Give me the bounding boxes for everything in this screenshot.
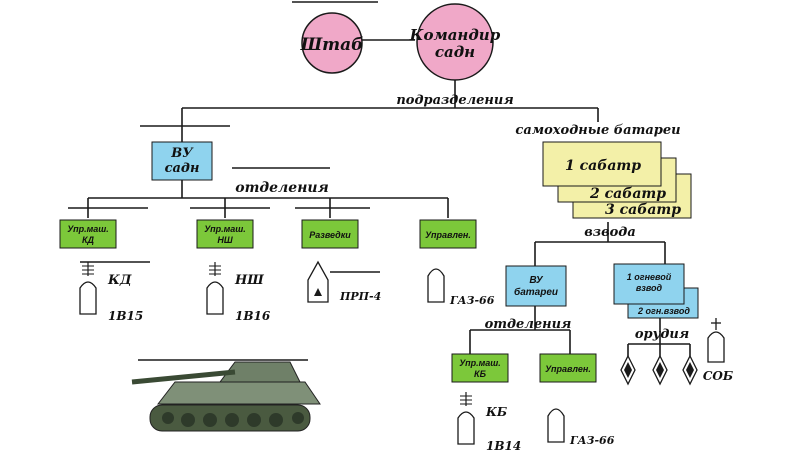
guns-label: орудия (635, 327, 689, 342)
gun-icon (682, 354, 698, 386)
left-department-label: Управлен. (425, 230, 471, 240)
left-vehicle: КД 1В15 (79, 262, 143, 323)
command-vehicle-icon (79, 281, 97, 315)
platoons-label: взвода (584, 225, 636, 240)
hq-label: Штаб (300, 35, 364, 55)
vehicle-name: ГАЗ-66 (449, 294, 495, 307)
right-vehicle: КБ 1В14 (457, 392, 521, 453)
left-department-box: Упр.маш.НШ (196, 219, 254, 249)
left-department-box: Разведки (301, 219, 359, 249)
battery-card: 1 сабатр (542, 141, 662, 187)
subdivisions-label: подразделения (396, 93, 513, 108)
vehicle-name: НШ (234, 273, 264, 288)
left-vehicle: ПРП-4 (307, 260, 381, 303)
vehicle-name: КД (107, 273, 132, 288)
vehicle-code: 1В16 (235, 309, 271, 323)
battery-label: 3 сабатр (605, 202, 681, 218)
vehicle-name: ГАЗ-66 (569, 434, 615, 447)
truck-icon (427, 268, 445, 303)
left-department-label: Упр.маш.НШ (204, 224, 246, 245)
truck-icon (547, 408, 565, 443)
right-department-box: Управлен. (539, 353, 597, 383)
left-department-label: Разведки (309, 230, 351, 240)
recon-vehicle-icon (307, 260, 329, 303)
connectors (68, 1, 691, 361)
left-vehicle: ГАЗ-66 (427, 268, 495, 307)
batteries-label: самоходные батареи (515, 123, 680, 138)
sob-icon (707, 331, 725, 363)
sob-vehicle: СОБ (703, 318, 733, 383)
gun-icon (620, 354, 636, 386)
right-vehicles: КБ 1В14 ГАЗ-66 (457, 392, 615, 453)
fire-platoon-label: 2 огн.взвод (637, 306, 690, 316)
battery-label: 1 сабатр (565, 158, 641, 174)
left-department-box: Управлен. (419, 219, 477, 249)
left-vehicles: КД 1В15 НШ 1В16 ПРП-4 ГАЗ-66 (79, 260, 495, 323)
hq-node: Штаб (300, 12, 364, 74)
right-department-box: Упр.маш.КБ (451, 353, 509, 383)
left-department-label: Упр.маш.КД (67, 224, 109, 245)
self-propelled-gun-icon (131, 361, 321, 432)
command-vehicle-icon (457, 411, 475, 445)
vehicle-code: 1В14 (486, 439, 521, 453)
battery-label: 2 сабатр (589, 186, 666, 202)
left-departments: Упр.маш.КД Упр.маш.НШ Разведки Управлен. (59, 219, 477, 249)
departments-label-right: отделения (485, 317, 572, 332)
guns-group (620, 354, 698, 386)
right-departments: Упр.маш.КБ Управлен. (451, 353, 597, 383)
left-vehicle: НШ 1В16 (206, 262, 271, 323)
vehicle-code: 1В15 (108, 309, 143, 323)
vehicle-name: ПРП-4 (339, 290, 381, 303)
right-department-label: Упр.маш.КБ (459, 358, 501, 379)
command-vehicle-icon (206, 281, 224, 315)
vehicle-name: КБ (485, 405, 507, 419)
right-department-label: Управлен. (545, 364, 591, 374)
departments-label-left: отделения (235, 180, 328, 196)
gun-icon (652, 354, 668, 386)
sob-label: СОБ (703, 369, 733, 383)
left-department-box: Упр.маш.КД (59, 219, 117, 249)
right-vehicle: ГАЗ-66 (547, 408, 615, 447)
